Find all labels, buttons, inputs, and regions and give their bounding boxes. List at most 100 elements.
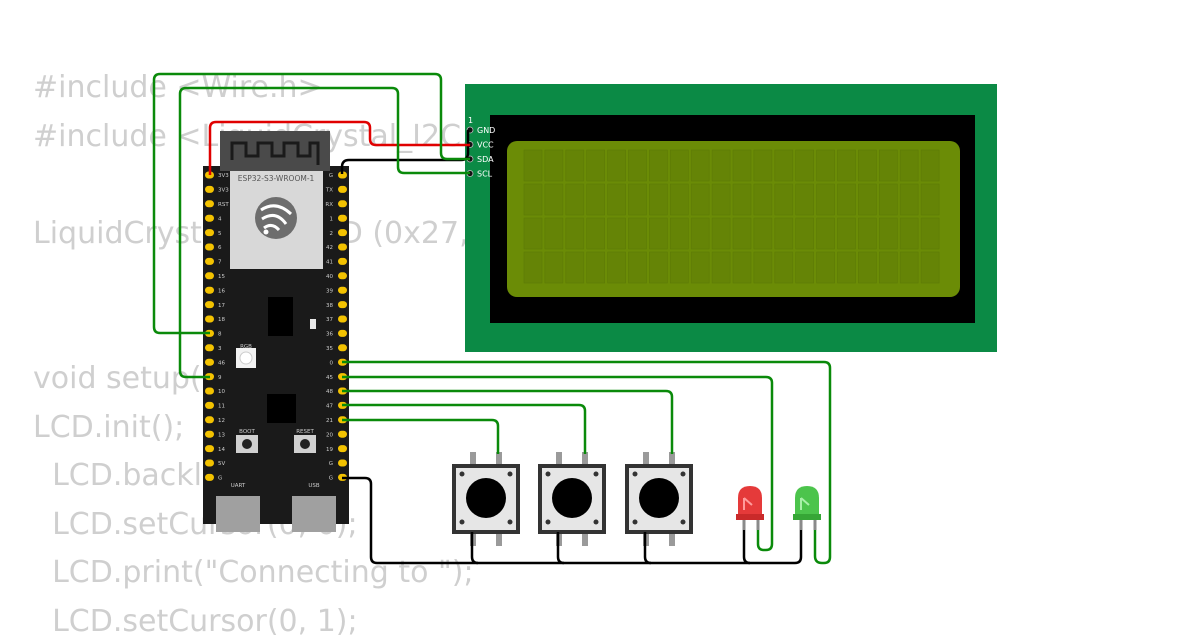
board-pin [205, 315, 214, 323]
lcd-cell [899, 149, 919, 182]
lcd-cell [669, 183, 689, 216]
push-button[interactable] [625, 452, 693, 546]
lcd-cell [565, 251, 585, 284]
lcd-cell [711, 183, 731, 216]
lcd-cell [795, 217, 815, 250]
board-pin [338, 329, 347, 337]
board-pin [205, 229, 214, 237]
board-pin-label: 5V [218, 461, 225, 467]
wire-sda [152, 72, 470, 335]
lcd-cell [669, 251, 689, 284]
wire-led-green [342, 360, 832, 565]
board-pin [338, 257, 347, 265]
push-button-cap [466, 478, 506, 518]
lcd-cell [628, 251, 647, 284]
boot-label: BOOT [239, 429, 255, 435]
lcd-cell [628, 183, 647, 216]
lcd-cell [649, 149, 668, 182]
lcd-cell [586, 149, 606, 182]
lcd-cell [753, 251, 773, 284]
lcd-pin-label: SCL [477, 170, 493, 179]
lcd-cell [669, 217, 689, 250]
board-pin [338, 430, 347, 438]
lcd-cell [523, 149, 543, 182]
lcd-cell [690, 251, 710, 284]
wires [152, 72, 832, 565]
reset-label: RESET [296, 429, 314, 435]
smd-component [310, 319, 316, 329]
board-pin-label: 15 [218, 274, 225, 280]
lcd-cell [565, 217, 585, 250]
board-pin-label: 38 [326, 303, 333, 309]
board-pin [338, 229, 347, 237]
board-pin [338, 315, 347, 323]
push-button-cap [552, 478, 592, 518]
lcd-character-grid [523, 149, 940, 284]
board-pin [338, 185, 347, 193]
lcd-cell [732, 251, 752, 284]
lcd-cell [837, 149, 856, 182]
lcd-cell [795, 251, 815, 284]
board-pin-label: 7 [218, 260, 222, 266]
wire-led-red [342, 375, 774, 552]
led-red[interactable] [736, 486, 764, 530]
lcd-cell [544, 149, 564, 182]
lcd-cell [858, 217, 877, 250]
board-pin-label: 18 [218, 317, 225, 323]
board-pin [338, 459, 347, 467]
board-pin-label: 39 [326, 288, 333, 294]
board-pin-label: 48 [326, 389, 333, 395]
push-button[interactable] [538, 452, 606, 546]
board-pin [338, 171, 347, 179]
push-button-cap [639, 478, 679, 518]
board-pin-label: 46 [218, 360, 225, 366]
lcd-cell [523, 183, 543, 216]
board-pin [205, 445, 214, 453]
lcd-cell [878, 217, 898, 250]
lcd-cell [690, 149, 710, 182]
board-pin [205, 286, 214, 294]
board-pin [205, 272, 214, 280]
lcd-cell [816, 251, 835, 284]
board-pin-label: 6 [218, 245, 222, 251]
board-pin [205, 387, 214, 395]
led-green[interactable] [793, 486, 821, 530]
lcd-cell [523, 251, 543, 284]
lcd-cell [816, 183, 835, 216]
board-pin-label: G [218, 476, 222, 482]
lcd-cell [649, 251, 668, 284]
lcd-cell [586, 217, 606, 250]
lcd-cell [711, 149, 731, 182]
lcd-cell [795, 149, 815, 182]
board-pin-label: 40 [326, 274, 333, 280]
lcd-cell [690, 217, 710, 250]
lcd-cell [920, 149, 940, 182]
wire-button1 [342, 418, 500, 454]
board-pin [205, 401, 214, 409]
lcd-cell [690, 183, 710, 216]
esp32-board[interactable]: ESP32-S3-WROOM-1 RGB BOOT RESET UART USB… [203, 131, 349, 532]
board-pin-label: 11 [218, 404, 225, 410]
lcd-cell [899, 217, 919, 250]
board-pin-label: 36 [326, 332, 333, 338]
lcd-cell [795, 183, 815, 216]
wire-ground-bus [342, 476, 803, 565]
lcd-cell [753, 149, 773, 182]
board-pin-headers: 3V33V3RST4567151617188346910111213145VGG… [205, 171, 347, 482]
board-pin-label: 16 [218, 288, 225, 294]
wire-gnd [340, 130, 470, 174]
lcd-cell [586, 183, 606, 216]
lcd-cell [607, 217, 626, 250]
rgb-label: RGB [240, 344, 252, 350]
board-pin [205, 200, 214, 208]
lcd-cell [544, 217, 564, 250]
lcd-cell [732, 149, 752, 182]
push-button[interactable] [452, 452, 520, 546]
rgb-led-lens [239, 351, 253, 365]
lcd-cell [649, 183, 668, 216]
board-pin-label: 3V3 [218, 188, 229, 194]
board-pin-label: 47 [326, 404, 333, 410]
wire-button2 [342, 403, 587, 454]
code-line: LCD.init(); [33, 409, 185, 445]
